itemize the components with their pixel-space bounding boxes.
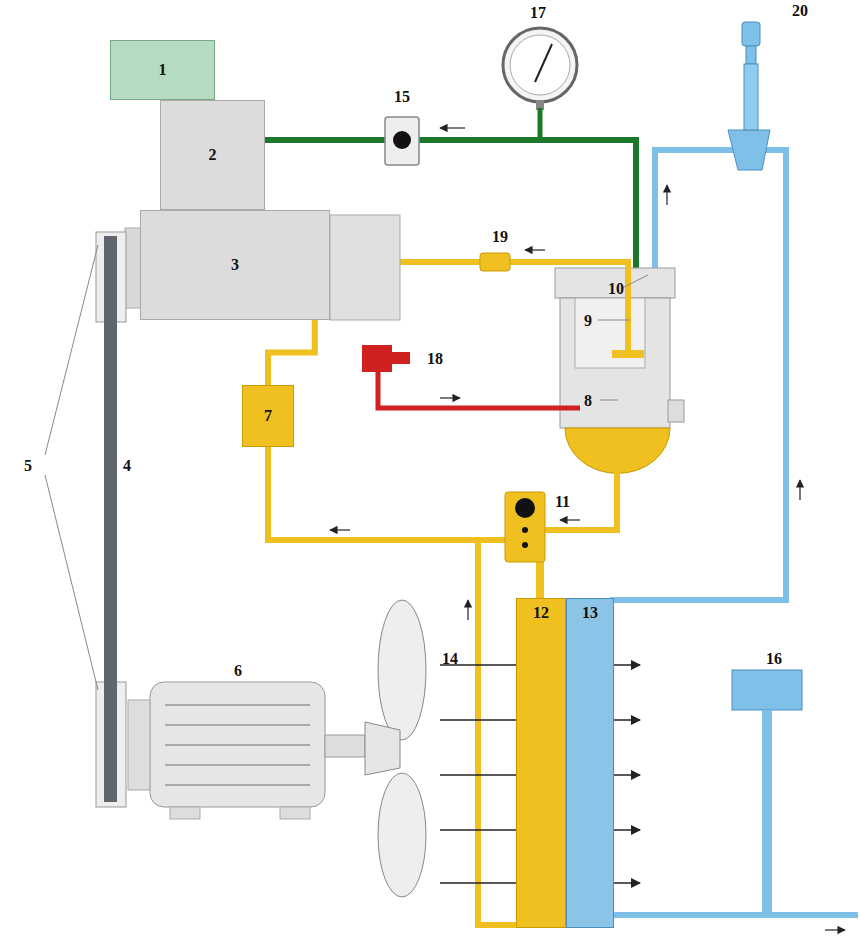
callout-number: 13 bbox=[582, 605, 598, 621]
callout-number: 10 bbox=[606, 280, 626, 298]
callout-number: 2 bbox=[209, 147, 217, 163]
callout-number: 3 bbox=[231, 257, 239, 273]
air-line bbox=[655, 150, 735, 272]
oil-pipe bbox=[268, 320, 315, 385]
callout-number: 18 bbox=[425, 350, 445, 368]
oil-filter bbox=[480, 253, 510, 271]
callout-number: 14 bbox=[440, 650, 460, 668]
separator-element bbox=[575, 298, 645, 368]
callout-number: 5 bbox=[22, 457, 34, 475]
intake-valve: 2 bbox=[160, 100, 265, 210]
callout-number: 4 bbox=[121, 457, 133, 475]
callout-number: 8 bbox=[582, 392, 594, 410]
compressor-block: 3 bbox=[140, 210, 330, 320]
check-valve bbox=[385, 117, 419, 165]
separator-tank bbox=[555, 268, 675, 298]
unload-line bbox=[378, 365, 580, 408]
after-cooler: 13 bbox=[566, 598, 614, 928]
callout-number: 11 bbox=[553, 493, 572, 511]
pressure-valve bbox=[742, 22, 760, 46]
thermostatic-valve bbox=[505, 492, 545, 562]
callout-number: 9 bbox=[582, 312, 594, 330]
callout-number: 20 bbox=[790, 2, 810, 20]
oil-filter-box: 7 bbox=[242, 385, 294, 447]
pressure-gauge bbox=[503, 28, 577, 102]
callout-number: 16 bbox=[764, 650, 784, 668]
oil-sump bbox=[565, 428, 670, 473]
cooling-fan bbox=[378, 600, 426, 740]
callout-number: 12 bbox=[533, 605, 549, 621]
air-filter: 1 bbox=[110, 40, 215, 100]
oil-line bbox=[378, 240, 628, 355]
callout-number: 7 bbox=[264, 408, 272, 424]
callout-number: 15 bbox=[392, 88, 412, 106]
air-receiver bbox=[732, 670, 802, 710]
drive-belt bbox=[104, 236, 117, 802]
callout-number: 6 bbox=[232, 662, 244, 680]
electric-motor bbox=[150, 682, 325, 807]
oil-cooler: 12 bbox=[516, 598, 566, 928]
callout-number: 19 bbox=[490, 228, 510, 246]
callout-number: 1 bbox=[159, 62, 167, 78]
callout-number: 17 bbox=[528, 4, 548, 22]
